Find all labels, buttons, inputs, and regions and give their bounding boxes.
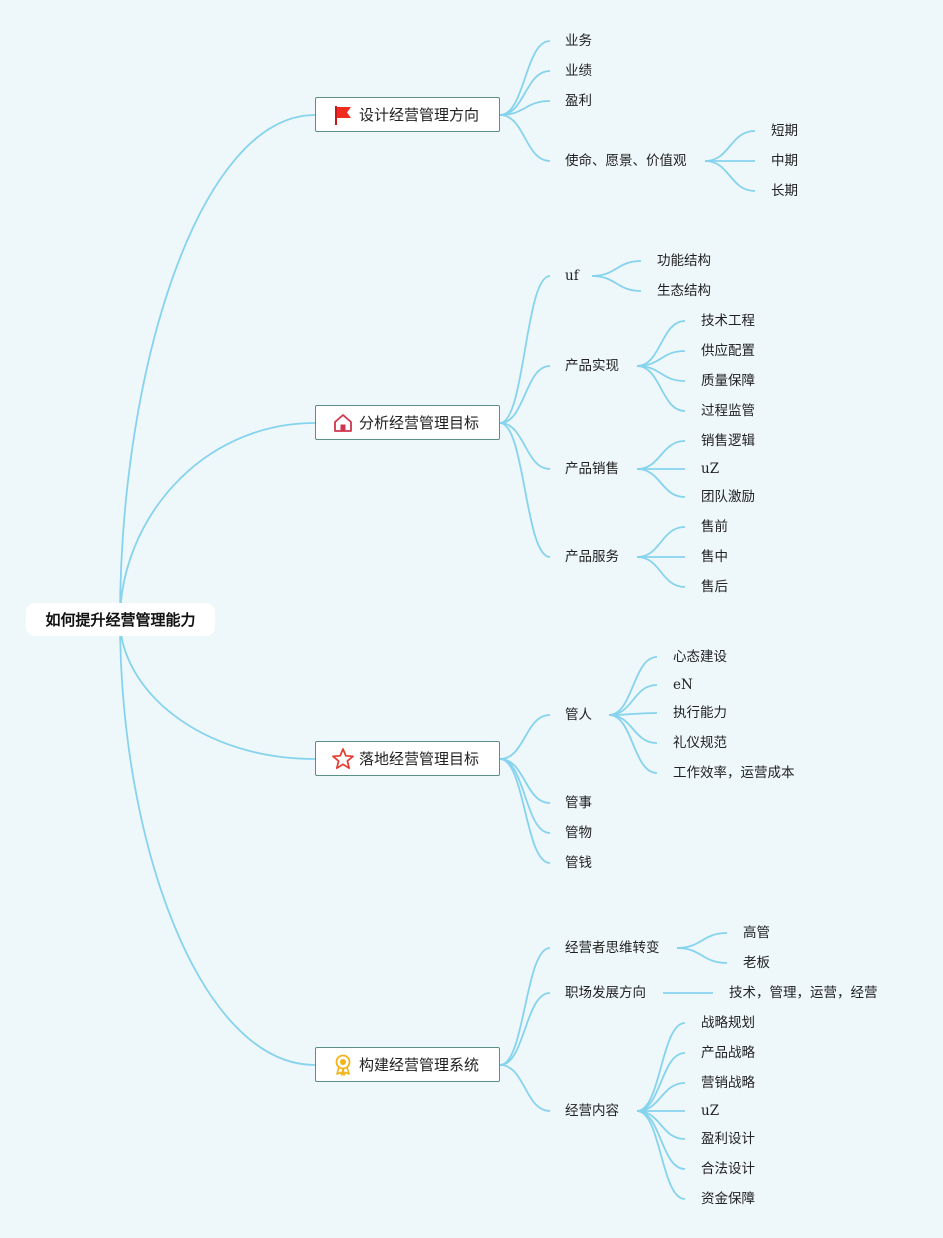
leaf-topic[interactable]: uZ	[701, 1103, 720, 1119]
root-connector	[119, 114, 316, 621]
branch-connector	[499, 40, 551, 116]
branch-topic-4[interactable]: 构建经营管理系统	[315, 1047, 500, 1082]
leaf-topic[interactable]: 营销战略	[701, 1075, 755, 1091]
leaf-topic[interactable]: 心态建设	[673, 649, 727, 665]
leaf-topic[interactable]: 产品战略	[701, 1045, 755, 1061]
branch-connector	[499, 992, 551, 1066]
leaf-connector	[636, 468, 686, 498]
subtopic[interactable]: 职场发展方向	[565, 985, 646, 1001]
branch-topic-3[interactable]: 落地经营管理目标	[315, 741, 500, 776]
subtopic[interactable]: 盈利	[565, 93, 592, 109]
leaf-connector	[636, 526, 686, 558]
leaf-connector	[704, 130, 756, 162]
root-topic[interactable]: 如何提升经营管理能力	[26, 603, 215, 636]
leaf-topic[interactable]: 技术工程	[701, 313, 755, 329]
leaf-connector	[608, 684, 658, 716]
subtopic[interactable]: 产品服务	[565, 549, 619, 565]
branch-connector	[499, 1064, 551, 1112]
branch-connector	[499, 714, 551, 760]
leaf-topic[interactable]: 盈利设计	[701, 1131, 755, 1147]
subtopic[interactable]: 产品实现	[565, 358, 619, 374]
branch-connector	[499, 365, 551, 424]
branch-topic-1[interactable]: 设计经营管理方向	[315, 97, 500, 132]
branch-connector	[499, 114, 551, 162]
subtopic[interactable]: 管钱	[565, 855, 592, 871]
leaf-connector	[676, 947, 728, 964]
subtopic[interactable]: 业绩	[565, 63, 592, 79]
leaf-topic[interactable]: uZ	[701, 461, 720, 477]
leaf-topic[interactable]: 销售逻辑	[701, 433, 755, 449]
branch-connector	[499, 275, 551, 424]
subtopic[interactable]: 管物	[565, 825, 592, 841]
leaf-topic[interactable]: 售后	[701, 579, 728, 595]
leaf-topic[interactable]: 质量保障	[701, 373, 755, 389]
leaf-topic[interactable]: 短期	[771, 123, 798, 139]
root-connector	[119, 619, 316, 760]
branch-title: 分析经营管理目标	[359, 414, 480, 432]
leaf-connector	[608, 714, 658, 774]
medal-icon	[330, 1054, 356, 1076]
leaf-topic[interactable]: 供应配置	[701, 343, 755, 359]
leaf-topic[interactable]: 礼仪规范	[673, 735, 727, 751]
subtopic[interactable]: 经营者思维转变	[565, 940, 660, 956]
leaf-topic[interactable]: 战略规划	[701, 1015, 755, 1031]
branch-connector	[499, 947, 551, 1066]
leaf-connector	[704, 160, 756, 192]
leaf-connector	[636, 556, 686, 588]
leaf-topic[interactable]: 功能结构	[657, 253, 711, 269]
leaf-topic[interactable]: 售前	[701, 519, 728, 535]
root-connector	[119, 422, 316, 621]
branch-connector	[499, 758, 551, 834]
leaf-topic[interactable]: 中期	[771, 153, 798, 169]
branch-title: 构建经营管理系统	[359, 1056, 480, 1074]
leaf-topic[interactable]: 技术，管理，运营，经营	[729, 985, 878, 1001]
leaf-topic[interactable]: 工作效率，运营成本	[673, 765, 795, 781]
branch-connector	[499, 422, 551, 470]
root-connector	[119, 619, 316, 1066]
leaf-topic[interactable]: 长期	[771, 183, 798, 199]
leaf-topic[interactable]: 执行能力	[673, 705, 727, 721]
branch-title: 落地经营管理目标	[359, 750, 480, 768]
leaf-connector	[608, 714, 658, 744]
branch-connector	[499, 758, 551, 864]
subtopic[interactable]: 管人	[565, 707, 592, 723]
subtopic[interactable]: 业务	[565, 33, 592, 49]
leaf-topic[interactable]: 过程监管	[701, 403, 755, 419]
red-flag-icon	[330, 104, 356, 126]
leaf-connector	[636, 440, 686, 470]
leaf-topic[interactable]: 老板	[743, 955, 770, 971]
leaf-topic[interactable]: 生态结构	[657, 283, 711, 299]
subtopic[interactable]: 产品销售	[565, 461, 619, 477]
leaf-topic[interactable]: 合法设计	[701, 1161, 755, 1177]
subtopic[interactable]: 经营内容	[565, 1103, 619, 1119]
branch-topic-2[interactable]: 分析经营管理目标	[315, 405, 500, 440]
leaf-connector	[636, 1110, 686, 1170]
leaf-connector	[636, 1022, 686, 1112]
subtopic[interactable]: 管事	[565, 795, 592, 811]
subtopic[interactable]: uf	[565, 268, 579, 284]
branch-connector	[499, 422, 551, 558]
branch-title: 设计经营管理方向	[359, 106, 480, 124]
leaf-connector	[608, 656, 658, 716]
leaf-topic[interactable]: 高管	[743, 925, 770, 941]
subtopic[interactable]: 使命、愿景、价值观	[565, 153, 687, 169]
leaf-topic[interactable]: 资金保障	[701, 1191, 755, 1207]
leaf-connector	[636, 1052, 686, 1112]
leaf-topic[interactable]: 售中	[701, 549, 728, 565]
star-icon	[330, 747, 356, 770]
branch-connector	[499, 100, 551, 116]
leaf-connector	[636, 1110, 686, 1200]
house-icon	[330, 412, 356, 434]
leaf-connector	[591, 260, 642, 277]
leaf-connector	[591, 275, 642, 292]
leaf-connector	[636, 365, 686, 412]
leaf-topic[interactable]: 团队激励	[701, 489, 755, 505]
leaf-connector	[676, 932, 728, 949]
leaf-topic[interactable]: eN	[673, 677, 693, 693]
